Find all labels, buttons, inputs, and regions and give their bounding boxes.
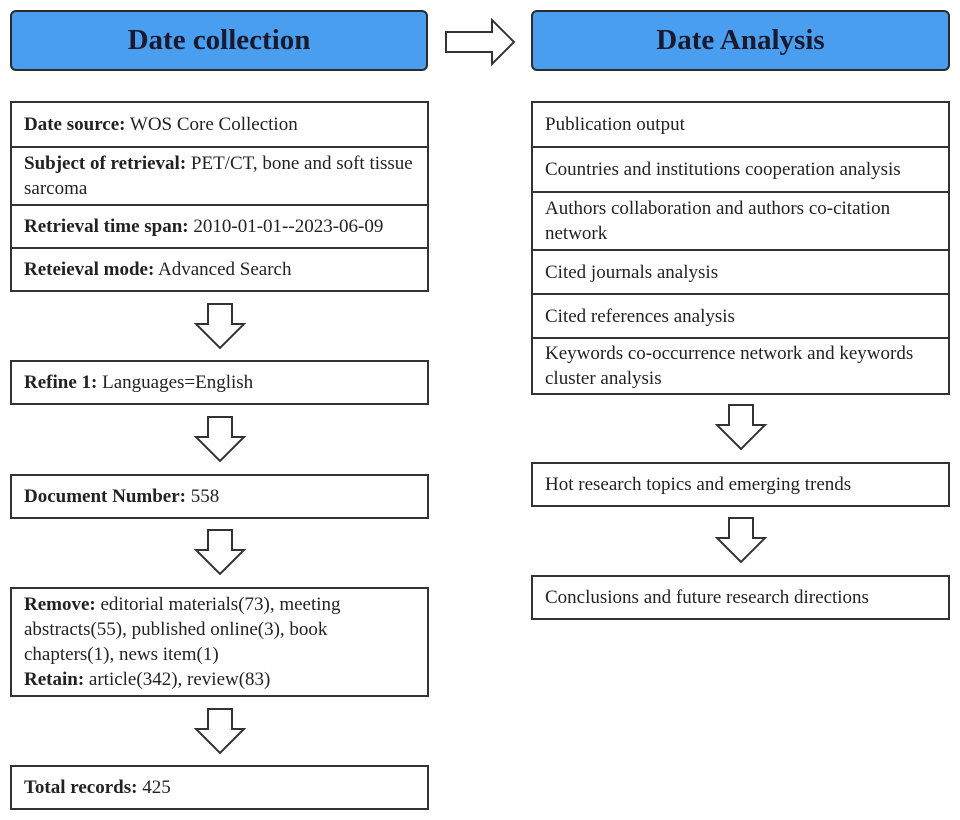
retrieval-mode-row: Reteieval mode: Advanced Search (12, 247, 427, 290)
refine-box: Refine 1: Languages=English (10, 360, 429, 405)
analysis-methods-box: Publication output Countries and institu… (531, 101, 950, 395)
hot-topics-box: Hot research topics and emerging trends (531, 462, 950, 507)
total-records-box: Total records: 425 (10, 765, 429, 810)
date-collection-title: Date collection (127, 24, 311, 56)
conclusions-box: Conclusions and future research directio… (531, 575, 950, 620)
retrieval-criteria-box: Date source: WOS Core Collection Subject… (10, 101, 429, 292)
down-arrow-icon (714, 517, 768, 564)
document-number-box: Document Number: 558 (10, 474, 429, 519)
date-analysis-title: Date Analysis (656, 24, 825, 56)
subject-of-retrieval-row: Subject of retrieval: PET/CT, bone and s… (12, 146, 427, 204)
analysis-item: Publication output (545, 114, 685, 135)
down-arrow-icon (193, 416, 247, 463)
date-analysis-header: Date Analysis (531, 10, 950, 71)
analysis-item: Countries and institutions cooperation a… (533, 146, 948, 191)
right-arrow-icon (445, 17, 516, 67)
down-arrow-icon (193, 303, 247, 350)
analysis-item: Authors collaboration and authors co-cit… (533, 191, 948, 249)
analysis-item: Cited references analysis (533, 293, 948, 337)
date-collection-header: Date collection (10, 10, 428, 71)
date-source-row: Date source: WOS Core Collection (24, 114, 298, 135)
retrieval-time-span-row: Retrieval time span: 2010-01-01--2023-06… (12, 204, 427, 247)
remove-retain-box: Remove: editorial materials(73), meeting… (10, 587, 429, 697)
analysis-item: Cited journals analysis (533, 249, 948, 293)
down-arrow-icon (714, 404, 768, 451)
down-arrow-icon (193, 529, 247, 576)
down-arrow-icon (193, 708, 247, 755)
analysis-item: Keywords co-occurrence network and keywo… (533, 337, 948, 393)
